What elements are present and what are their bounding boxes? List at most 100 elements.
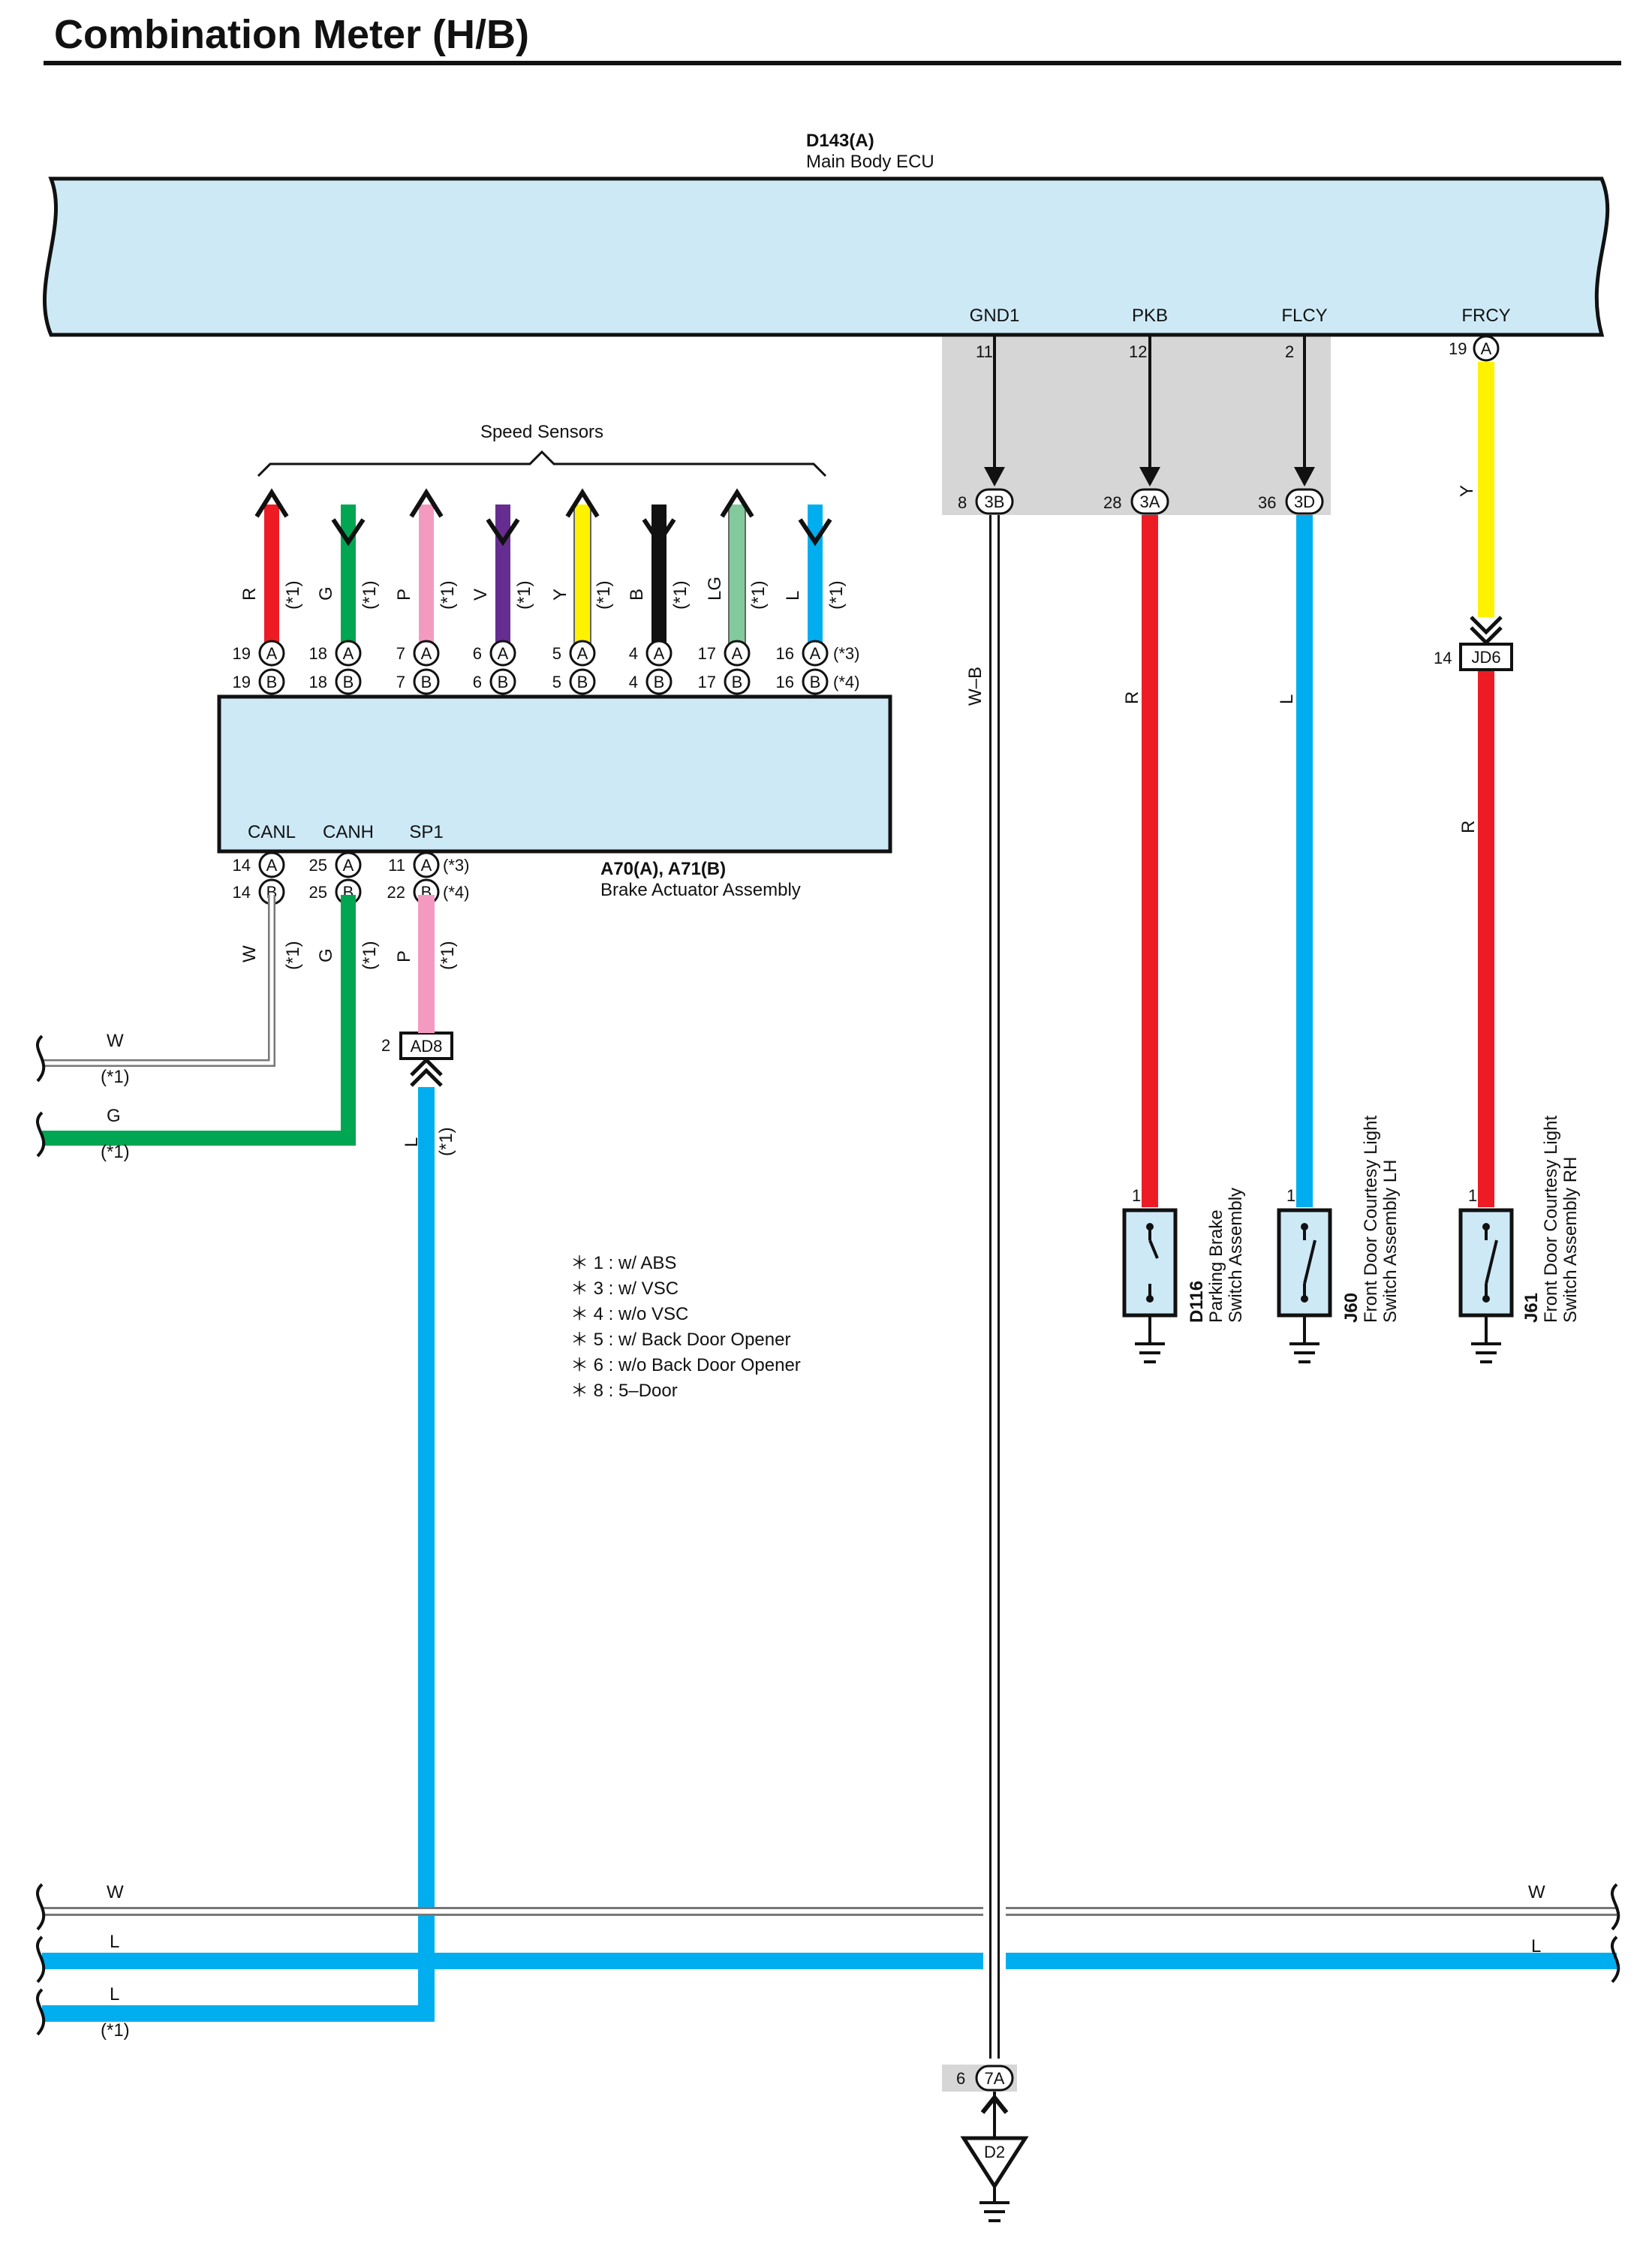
speed-sensors-label: Speed Sensors xyxy=(480,422,603,442)
pin-b-letter: B xyxy=(421,673,432,691)
ground-icon xyxy=(1135,1342,1165,1363)
d2-ground-triangle-icon xyxy=(960,2136,1029,2190)
canh-wire xyxy=(42,895,356,1146)
wire-note: (*1) xyxy=(826,580,847,610)
pin-a-circle xyxy=(335,640,362,667)
gnd1-pin: 11 xyxy=(976,342,993,361)
rr-pin-b-note: (*4) xyxy=(833,673,859,691)
pin-a-letter: A xyxy=(343,644,354,663)
speed-sensor-wire-8: L(*1)16A16BRR− xyxy=(776,505,847,722)
ad8-chevron-icon xyxy=(410,1057,443,1077)
pkb-arrow-icon xyxy=(1139,467,1160,486)
wire-note: (*1) xyxy=(670,580,691,610)
pin-b-circle xyxy=(802,668,829,695)
speed-sensor-wire-6: B(*1)4A4BRL− xyxy=(627,505,691,722)
pin-b-circle xyxy=(489,668,516,695)
left-w-label: W xyxy=(107,1031,124,1051)
conn-3b-label: 3B xyxy=(985,492,1005,511)
note-line: ＊ 3 : w/ VSC xyxy=(570,1279,679,1299)
pin-b-letter: B xyxy=(498,673,509,691)
brake-actuator-code: A70(A), A71(B) xyxy=(600,859,726,879)
arrow-down-icon xyxy=(798,518,832,547)
wire-note: (*1) xyxy=(360,941,380,970)
pin-a-number: 16 xyxy=(776,644,794,663)
pin-a-circle xyxy=(489,640,516,667)
wire-note: (*1) xyxy=(283,941,303,970)
main-body-ecu-box xyxy=(43,176,1610,337)
wire-note: (*1) xyxy=(283,580,303,610)
wire-note: (*1) xyxy=(594,580,614,610)
speed-sensor-wire-5: Y(*1)5A5BRL+ xyxy=(550,488,614,722)
pin-b-circle xyxy=(335,668,362,695)
ecu-terminal-frcy: FRCY xyxy=(1461,306,1510,326)
switch-d116-pin: 1 xyxy=(1132,1186,1141,1205)
conn-7a-pin: 6 xyxy=(956,2069,965,2088)
switch-j61-line2: Switch Assembly RH xyxy=(1560,1157,1581,1323)
pin-b-letter: B xyxy=(266,673,278,691)
pin-b-number: 25 xyxy=(309,883,327,902)
brake-actuator-name: Brake Actuator Assembly xyxy=(600,880,801,900)
wire-note: (*1) xyxy=(748,580,769,610)
pin-a-circle xyxy=(335,851,362,878)
ground-icon xyxy=(1289,1342,1319,1363)
left-g-note: (*1) xyxy=(101,1142,130,1162)
arrow-down-icon xyxy=(331,518,366,547)
ground-icon xyxy=(1471,1342,1501,1363)
pin-a-circle xyxy=(413,851,440,878)
pin-b-number: 5 xyxy=(552,673,561,691)
pin-b-circle xyxy=(569,668,596,695)
pin-b-number: 19 xyxy=(233,673,251,691)
frcy-wire-upper-label: Y xyxy=(1457,485,1477,497)
bus-l2-note: (*1) xyxy=(101,2020,130,2041)
switch-j60-line2: Switch Assembly LH xyxy=(1380,1160,1401,1323)
pin-a-letter: A xyxy=(421,856,432,875)
ecu-terminal-pkb: PKB xyxy=(1132,306,1168,326)
switch-d116-line2: Switch Assembly xyxy=(1226,1188,1246,1323)
switch-j60-line1: Front Door Courtesy Light xyxy=(1361,1116,1381,1323)
ground-icon xyxy=(979,2201,1010,2222)
pin-a-letter: A xyxy=(498,644,509,663)
bus-l2-line xyxy=(42,1952,435,2022)
pin-b-letter: B xyxy=(810,673,821,691)
pin-a-circle xyxy=(802,640,829,667)
wire-color-code: LG xyxy=(705,577,725,601)
switch-d116: 1 D116 Parking Brake Switch Assembly xyxy=(1122,1186,1246,1363)
d2-ground-label: D2 xyxy=(984,2143,1005,2161)
pin-b-letter: B xyxy=(732,673,743,691)
pin-a-number: 6 xyxy=(473,644,482,663)
switch-j61-blade xyxy=(1485,1239,1498,1285)
gnd-wire-label: W–B xyxy=(965,667,985,706)
wire-note: (*1) xyxy=(438,580,458,610)
wire-color-code: R xyxy=(239,588,260,601)
arrow-up-icon xyxy=(720,488,754,518)
brake-actuator-box xyxy=(217,694,892,854)
pin-a-letter: A xyxy=(654,644,665,663)
pin-a-number: 14 xyxy=(233,856,251,875)
ad8-pin: 2 xyxy=(381,1036,390,1055)
pin-b-letter: B xyxy=(654,673,665,691)
conn-3d-pin: 36 xyxy=(1258,493,1276,512)
pin-a-letter: A xyxy=(266,856,278,875)
option-notes: ＊ 1 : w/ ABS＊ 3 : w/ VSC＊ 4 : w/o VSC＊ 5… xyxy=(570,1253,801,1401)
pin-a-letter: A xyxy=(266,644,278,663)
pin-b-number: 16 xyxy=(776,673,794,691)
speed-sensor-wire-4: V(*1)6A6BFR− xyxy=(471,505,534,722)
break-icon-g xyxy=(36,1111,46,1158)
wire-color-code: Y xyxy=(550,589,570,601)
wire-note: (*1) xyxy=(360,580,380,610)
pin-b-number: 4 xyxy=(629,673,638,691)
switch-j61-pin: 1 xyxy=(1468,1186,1477,1205)
ad8-out-note: (*1) xyxy=(436,1127,456,1156)
page-title: Combination Meter (H/B) xyxy=(54,12,529,57)
ad8-chevron-icon-2 xyxy=(410,1068,443,1087)
note-line: ＊ 5 : w/ Back Door Opener xyxy=(570,1330,790,1350)
pkb-pin: 12 xyxy=(1129,342,1147,361)
jd6-label: JD6 xyxy=(1471,648,1500,667)
rr-pin-a-note: (*3) xyxy=(833,644,859,663)
pin-a-number: 7 xyxy=(396,644,405,663)
wire-color-code: B xyxy=(627,589,647,601)
note-line: ＊ 1 : w/ ABS xyxy=(570,1253,676,1273)
terminal-label: CANH xyxy=(323,822,374,842)
pin-b-number: 14 xyxy=(233,883,251,902)
